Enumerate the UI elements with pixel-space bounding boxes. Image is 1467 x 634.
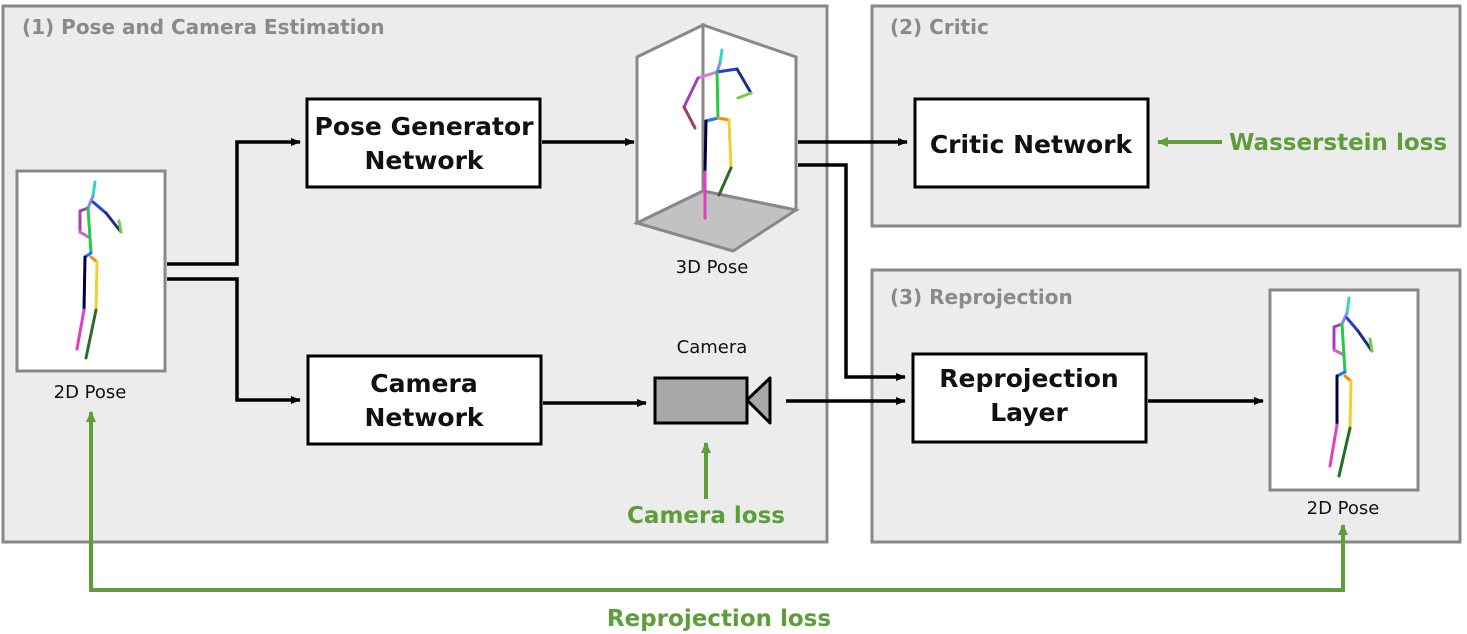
critic-network-box: Critic Network — [913, 97, 1150, 189]
pose-generator-label-line1: Pose Generator — [315, 112, 535, 141]
output-pose-caption: 2D Pose — [1307, 498, 1380, 519]
output-2d-pose — [1268, 288, 1420, 492]
wasserstein-loss-label: Wasserstein loss — [1229, 130, 1447, 156]
camera-loss-label: Camera loss — [627, 503, 785, 529]
reprojection-layer-label-line2: Layer — [990, 398, 1068, 427]
stick-figure-icon — [1328, 296, 1374, 478]
camera-caption: Camera — [677, 337, 748, 358]
pose-generator-label-line2: Network — [364, 146, 484, 175]
critic-panel-title: (2) Critic — [890, 15, 989, 39]
camera-network-box: Camera Network — [306, 354, 543, 446]
reprojection-layer-box: Reprojection Layer — [911, 352, 1148, 444]
arrow-input-to-camera-network — [167, 277, 301, 404]
reprojection-loss-label: Reprojection loss — [607, 606, 831, 632]
input-pose-caption: 2D Pose — [54, 382, 127, 403]
critic-network-label: Critic Network — [930, 130, 1134, 159]
reprojection-panel-title: (3) Reprojection — [890, 285, 1073, 309]
pose-generator-box: Pose Generator Network — [305, 97, 542, 189]
stick-figure-icon — [75, 180, 123, 360]
reprojection-layer-label-line1: Reprojection — [939, 364, 1118, 393]
3d-pose-view — [632, 22, 800, 253]
video-camera-icon — [653, 376, 772, 425]
3d-stick-figure-icon — [682, 48, 753, 220]
reprojection-loss-line — [89, 580, 1345, 592]
estimation-panel-title: (1) Pose and Camera Estimation — [22, 15, 385, 39]
arrow-3d-pose-to-reprojection — [798, 163, 906, 381]
input-2d-pose — [15, 169, 167, 373]
camera-network-label-line2: Network — [364, 403, 484, 432]
arrow-input-to-pose-generator — [167, 138, 301, 266]
camera-network-label-line1: Camera — [370, 369, 477, 398]
3d-pose-caption: 3D Pose — [676, 257, 749, 278]
